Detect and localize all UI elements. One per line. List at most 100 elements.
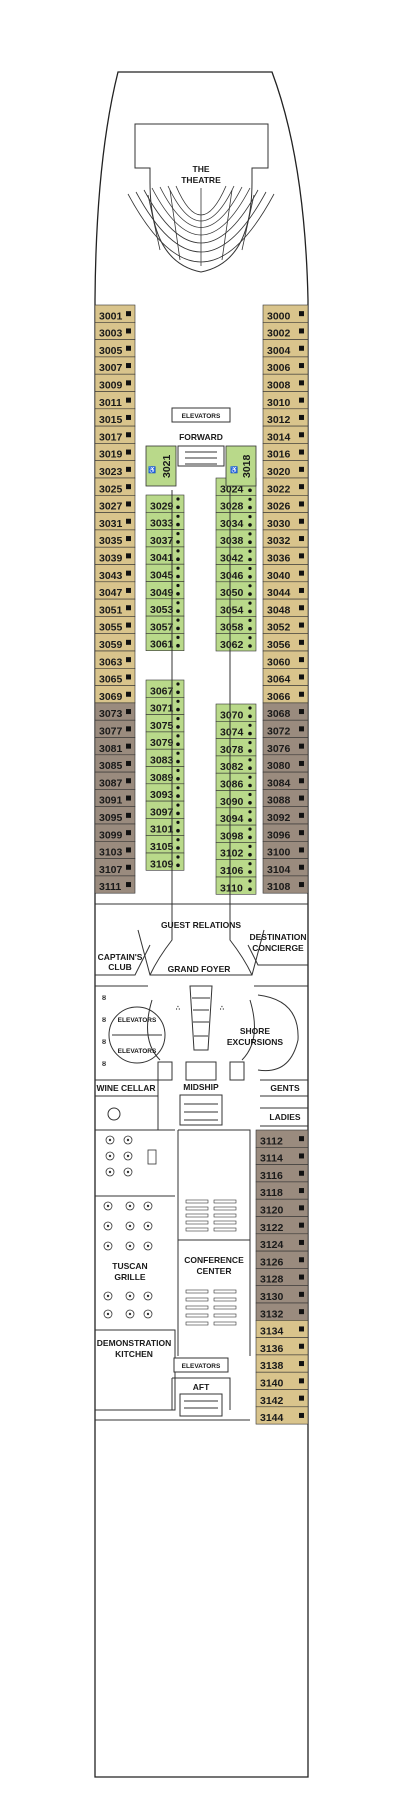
cabin-3116[interactable]: 3116: [255, 1164, 309, 1183]
cabin-3128[interactable]: 3128: [255, 1268, 309, 1287]
cabin-3031[interactable]: 3031: [94, 512, 136, 531]
cabin-3102[interactable]: 3102: [215, 842, 257, 861]
cabin-3094[interactable]: 3094: [215, 807, 257, 826]
midship-elevators[interactable]: MIDSHIP: [157, 1061, 245, 1126]
cabin-3009[interactable]: 3009: [94, 373, 136, 392]
cabin-3037[interactable]: 3037: [145, 529, 185, 548]
cabin-3142[interactable]: 3142: [255, 1389, 309, 1408]
cabin-3112[interactable]: 3112: [255, 1129, 309, 1148]
cabin-3034[interactable]: 3034: [215, 512, 257, 531]
cabin-3080[interactable]: 3080: [262, 754, 309, 773]
cabin-3023[interactable]: 3023: [94, 460, 136, 479]
cabin-3105[interactable]: 3105: [145, 835, 185, 854]
cabin-3067[interactable]: 3067: [145, 679, 185, 698]
cabin-3003[interactable]: 3003: [94, 321, 136, 340]
cabin-3060[interactable]: 3060: [262, 650, 309, 669]
cabin-3079[interactable]: 3079: [145, 731, 185, 750]
cabin-3048[interactable]: 3048: [262, 598, 309, 617]
cabin-3002[interactable]: 3002: [262, 321, 309, 340]
cabin-3126[interactable]: 3126: [255, 1250, 309, 1269]
cabin-3005[interactable]: 3005: [94, 339, 136, 358]
ladies-restroom[interactable]: LADIES: [260, 1107, 308, 1127]
cabin-3026[interactable]: 3026: [262, 494, 309, 513]
cabin-3042[interactable]: 3042: [215, 546, 257, 565]
cabin-3020[interactable]: 3020: [262, 460, 309, 479]
cabin-3058[interactable]: 3058: [215, 616, 257, 635]
cabin-3074[interactable]: 3074: [215, 720, 257, 739]
cabin-3010[interactable]: 3010: [262, 391, 309, 410]
gents-restroom[interactable]: GENTS: [260, 1079, 308, 1097]
cabin-3114[interactable]: 3114: [255, 1147, 309, 1165]
cabin-3085[interactable]: 3085: [94, 754, 136, 773]
cabin-3076[interactable]: 3076: [262, 737, 309, 756]
cabin-3018[interactable]: ♿ 3018: [225, 445, 257, 487]
cabin-3039[interactable]: 3039: [94, 546, 136, 565]
cabin-3073[interactable]: 3073: [94, 702, 136, 721]
cabin-3043[interactable]: 3043: [94, 564, 136, 583]
cabin-3084[interactable]: 3084: [262, 771, 309, 790]
destination-concierge[interactable]: DESTINATION CONCIERGE: [247, 932, 308, 966]
shore-excursions[interactable]: SHORE EXCURSIONS: [227, 994, 299, 1072]
cabin-3029[interactable]: 3029: [145, 494, 185, 513]
cabin-3132[interactable]: 3132: [255, 1302, 309, 1321]
cabin-3061[interactable]: 3061: [145, 633, 185, 652]
cabin-3095[interactable]: 3095: [94, 806, 136, 825]
cabin-3106[interactable]: 3106: [215, 859, 257, 878]
cabin-3090[interactable]: 3090: [215, 790, 257, 809]
cabin-3136[interactable]: 3136: [255, 1337, 309, 1356]
cabin-3044[interactable]: 3044: [262, 581, 309, 600]
cabin-3120[interactable]: 3120: [255, 1198, 309, 1217]
cabin-3064[interactable]: 3064: [262, 667, 309, 686]
cabin-3030[interactable]: 3030: [262, 512, 309, 531]
cabin-3087[interactable]: 3087: [94, 771, 136, 790]
cabin-3081[interactable]: 3081: [94, 737, 136, 756]
cabin-3124[interactable]: 3124: [255, 1233, 309, 1252]
cabin-3017[interactable]: 3017: [94, 425, 136, 444]
elevators-left[interactable]: ELEVATORS ELEVATORS: [108, 1006, 166, 1064]
cabin-3111[interactable]: 3111: [94, 875, 136, 894]
cabin-3140[interactable]: 3140: [255, 1371, 309, 1390]
cabin-3019[interactable]: 3019: [94, 443, 136, 461]
cabin-3040[interactable]: 3040: [262, 564, 309, 583]
cabin-3108[interactable]: 3108: [262, 875, 309, 894]
cabin-3104[interactable]: 3104: [262, 858, 309, 877]
cabin-3101[interactable]: 3101: [145, 818, 185, 837]
cabin-3097[interactable]: 3097: [145, 800, 185, 819]
cabin-3062[interactable]: 3062: [215, 633, 257, 652]
cabin-3051[interactable]: 3051: [94, 598, 136, 617]
cabin-3028[interactable]: 3028: [215, 494, 257, 513]
cabin-3059[interactable]: 3059: [94, 633, 136, 652]
cabin-3071[interactable]: 3071: [145, 696, 185, 715]
cabin-3118[interactable]: 3118: [255, 1181, 309, 1200]
cabin-3070[interactable]: 3070: [215, 703, 257, 722]
cabin-3015[interactable]: 3015: [94, 408, 136, 427]
cabin-3069[interactable]: 3069: [94, 685, 136, 704]
cabin-3021[interactable]: ♿ 3021: [145, 445, 177, 487]
cabin-3093[interactable]: 3093: [145, 783, 185, 802]
aft-elevators[interactable]: ELEVATORS AFT: [171, 1357, 231, 1417]
cabin-3110[interactable]: 3110: [215, 876, 257, 895]
guest-relations[interactable]: GUEST RELATIONS: [137, 920, 265, 976]
cabin-3016[interactable]: 3016: [262, 443, 309, 461]
conference-center[interactable]: CONFERENCE CENTER: [177, 1129, 251, 1356]
cabin-3055[interactable]: 3055: [94, 616, 136, 635]
forward-elevators[interactable]: ELEVATORS FORWARD: [171, 407, 231, 467]
cabin-3054[interactable]: 3054: [215, 598, 257, 617]
cabin-3047[interactable]: 3047: [94, 581, 136, 600]
cabin-3046[interactable]: 3046: [215, 564, 257, 583]
cabin-3088[interactable]: 3088: [262, 789, 309, 808]
cabin-3007[interactable]: 3007: [94, 356, 136, 375]
cabin-3086[interactable]: 3086: [215, 772, 257, 791]
cabin-3134[interactable]: 3134: [255, 1320, 309, 1338]
cabin-3033[interactable]: 3033: [145, 511, 185, 530]
cabin-3099[interactable]: 3099: [94, 823, 136, 842]
cabin-3109[interactable]: 3109: [145, 852, 185, 871]
cabin-3045[interactable]: 3045: [145, 563, 185, 582]
cabin-3057[interactable]: 3057: [145, 615, 185, 634]
cabin-3091[interactable]: 3091: [94, 789, 136, 808]
cabin-3130[interactable]: 3130: [255, 1285, 309, 1304]
cabin-3096[interactable]: 3096: [262, 823, 309, 842]
cabin-3049[interactable]: 3049: [145, 581, 185, 600]
cabin-3052[interactable]: 3052: [262, 616, 309, 635]
cabin-3014[interactable]: 3014: [262, 425, 309, 444]
